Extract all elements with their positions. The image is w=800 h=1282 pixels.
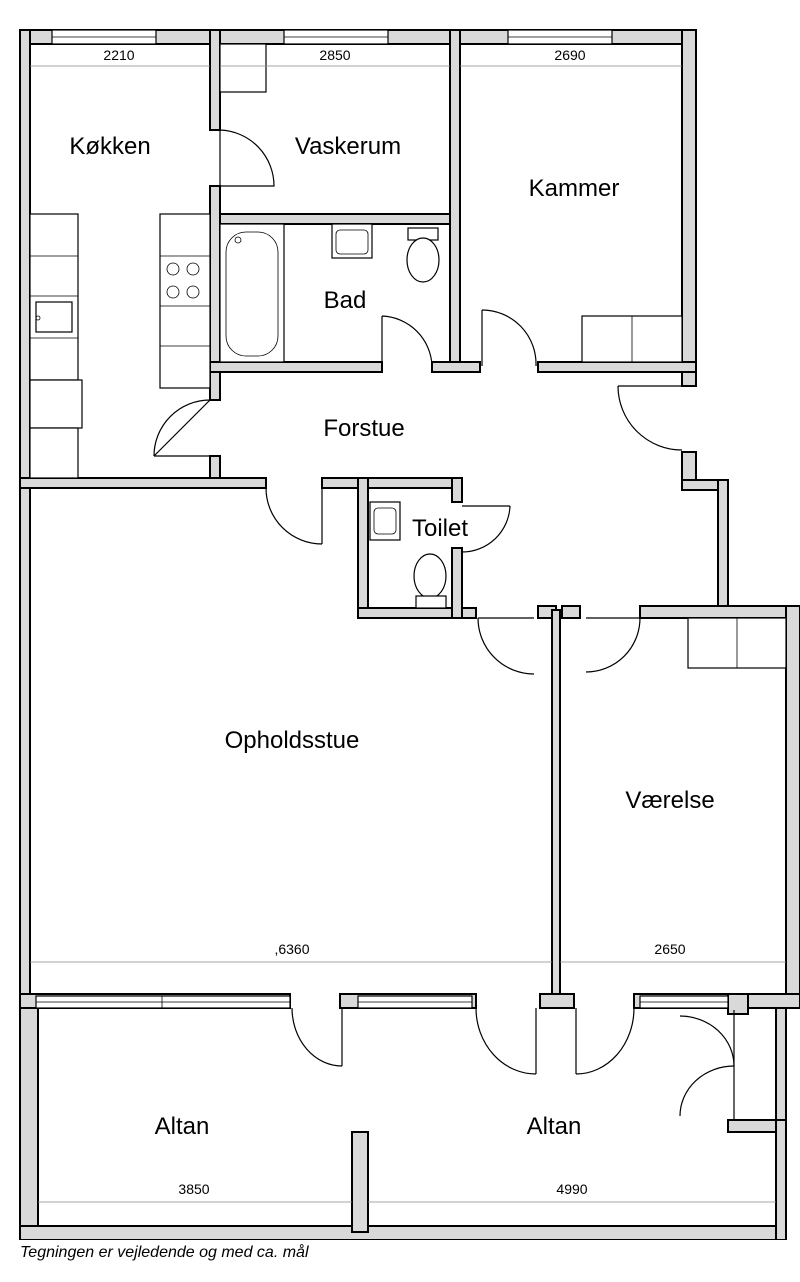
dimension-altan-left: 3850: [178, 1181, 209, 1197]
dimension-vaerelse: 2650: [654, 941, 685, 957]
dimension-kammer: 2690: [554, 47, 585, 63]
fixtures: [29, 43, 787, 669]
disclaimer-caption: Tegningen er vejledende og med ca. mål: [20, 1244, 309, 1261]
fridge: [29, 379, 83, 429]
dimension-altan-right: 4990: [556, 1181, 587, 1197]
bathroom-sink-icon: [331, 223, 373, 259]
laundry-shelf: [219, 43, 267, 93]
room-label-kammer: Kammer: [529, 175, 620, 202]
room-label-forstue: Forstue: [323, 415, 404, 442]
doors: [153, 129, 735, 1120]
toilet-wc-icon: [413, 553, 447, 599]
room-label-bad: Bad: [324, 287, 367, 314]
room-label-vaskerum: Vaskerum: [295, 133, 401, 160]
bathtub-icon: [219, 223, 285, 363]
room-label-opholdsstue: Opholdsstue: [225, 727, 360, 754]
room-label-vaerelse: Værelse: [625, 787, 714, 814]
kitchen-cabinet-left: [29, 213, 79, 381]
floor-plan: Køkken Vaskerum Kammer Bad Forstue Toile…: [19, 29, 800, 1240]
kitchen-counter-right: [159, 213, 211, 389]
room-label-altan-left: Altan: [155, 1113, 210, 1140]
dimension-kokken: 2210: [103, 47, 134, 63]
stove-burner-icon: [166, 262, 180, 276]
dimension-opholdsstue: ,6360: [274, 941, 309, 957]
room-label-toilet: Toilet: [412, 515, 468, 542]
windows: [35, 29, 729, 1009]
kitchen-sink-icon: [35, 301, 73, 333]
room-label-altan-right: Altan: [527, 1113, 582, 1140]
dimension-vaskerum: 2850: [319, 47, 350, 63]
walls: [19, 29, 800, 1240]
room-label-kokken: Køkken: [69, 133, 150, 160]
dimension-lines: [30, 65, 786, 1203]
